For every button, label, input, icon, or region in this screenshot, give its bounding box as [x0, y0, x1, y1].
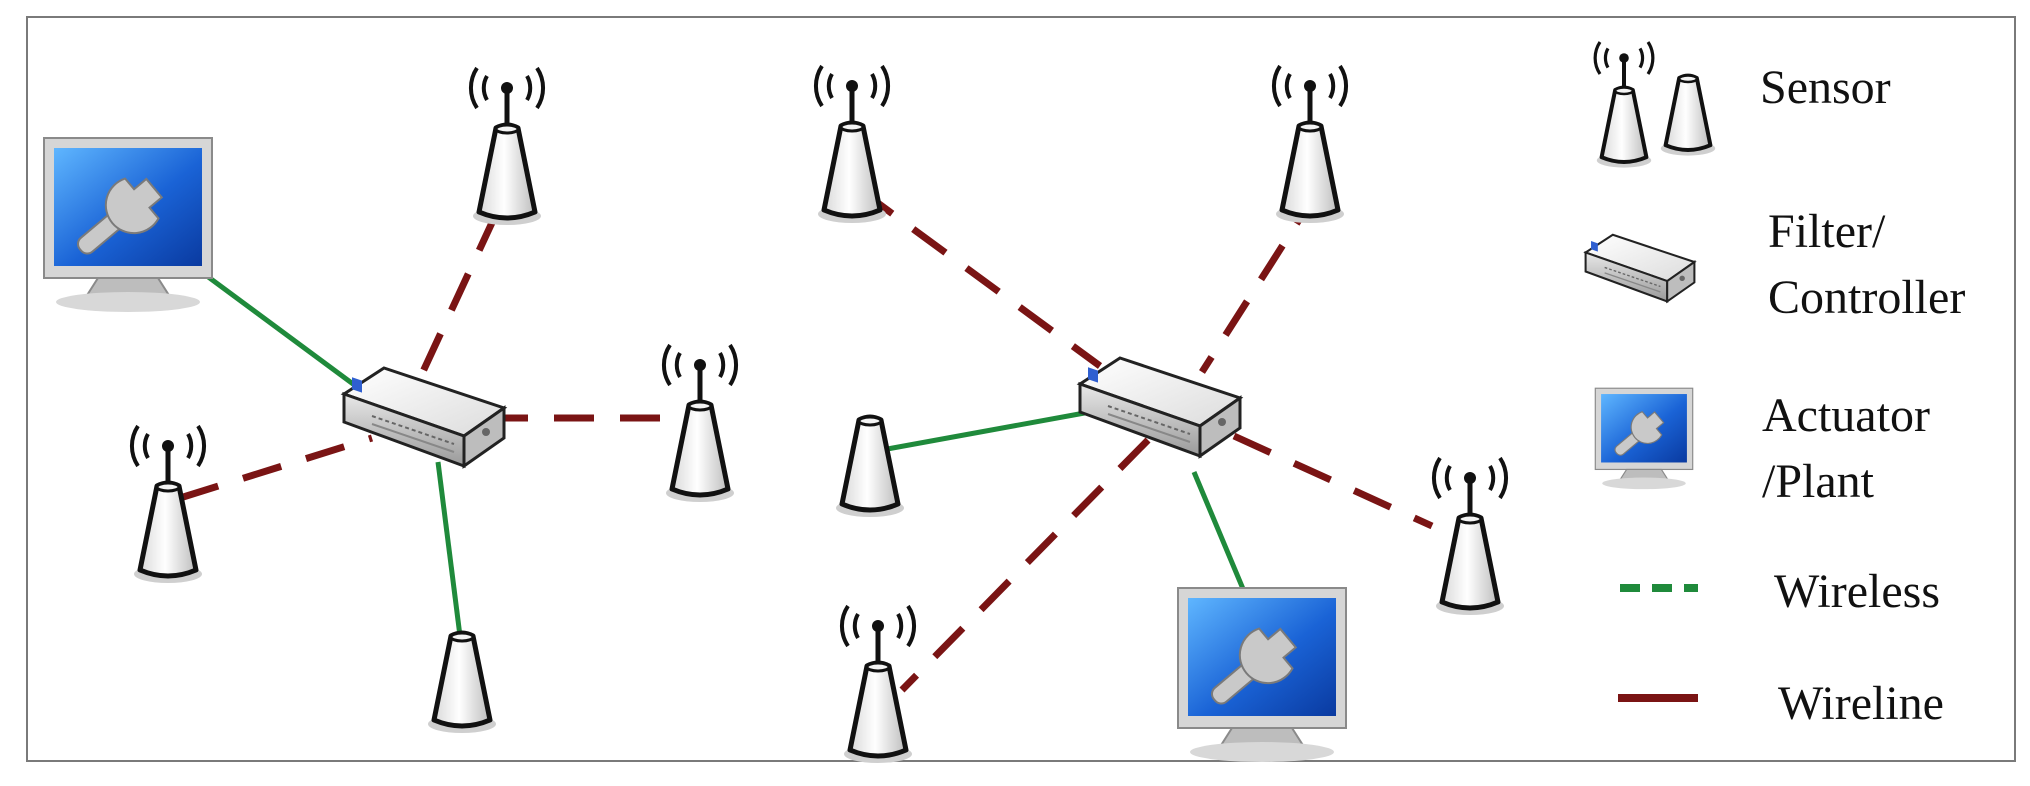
legend-actuator-label-line1: Actuator	[1762, 389, 1930, 442]
controller-icon-left	[342, 366, 506, 468]
link-wireline-right-bottom	[899, 437, 1151, 693]
actuator-icon-right	[1177, 587, 1347, 763]
legend-wireline-label: Wireline	[1778, 677, 1944, 730]
link-wireless-left-bottom	[435, 461, 463, 637]
legend-icons	[1584, 42, 1716, 702]
actuator-icon-left	[43, 137, 213, 313]
legend-filter-label-line2: Controller	[1768, 271, 1966, 324]
legend-wireless-label: Wireless	[1774, 565, 1941, 618]
legend-sensor-antenna-icon	[1595, 42, 1653, 168]
sensor-icon-left-west	[132, 426, 204, 583]
legend-actuator-icon	[1594, 387, 1694, 490]
controller-icon-right	[1078, 356, 1242, 458]
sensor-icon-right-east	[1434, 458, 1506, 615]
link-wireless-left-actuator	[186, 259, 374, 401]
diagram-frame	[26, 16, 2016, 762]
sensor-icon-right-topright	[1274, 66, 1346, 223]
legend-controller-icon	[1584, 233, 1696, 303]
link-wireless-right-actuator	[1191, 471, 1249, 597]
link-wireline-left-west	[178, 434, 374, 502]
sensor-icon-right-topleft	[816, 66, 888, 223]
sensor-icon-right-west	[836, 417, 904, 517]
link-wireline-right-east	[1232, 432, 1434, 530]
link-wireline-right-topleft	[857, 187, 1103, 369]
sensor-icon-left-east	[664, 345, 736, 502]
legend-sensor-plain-icon	[1661, 76, 1715, 156]
sensor-icon-left-top	[471, 68, 543, 225]
link-wireless-right-west	[881, 409, 1091, 453]
link-wireline-left-top	[416, 212, 500, 380]
legend-actuator-label-line2: /Plant	[1762, 455, 1875, 508]
sensor-icon-left-bottom	[428, 633, 496, 733]
legend-filter-label-line1: Filter/	[1768, 205, 1886, 258]
legend-sensor-label: Sensor	[1760, 61, 1891, 114]
